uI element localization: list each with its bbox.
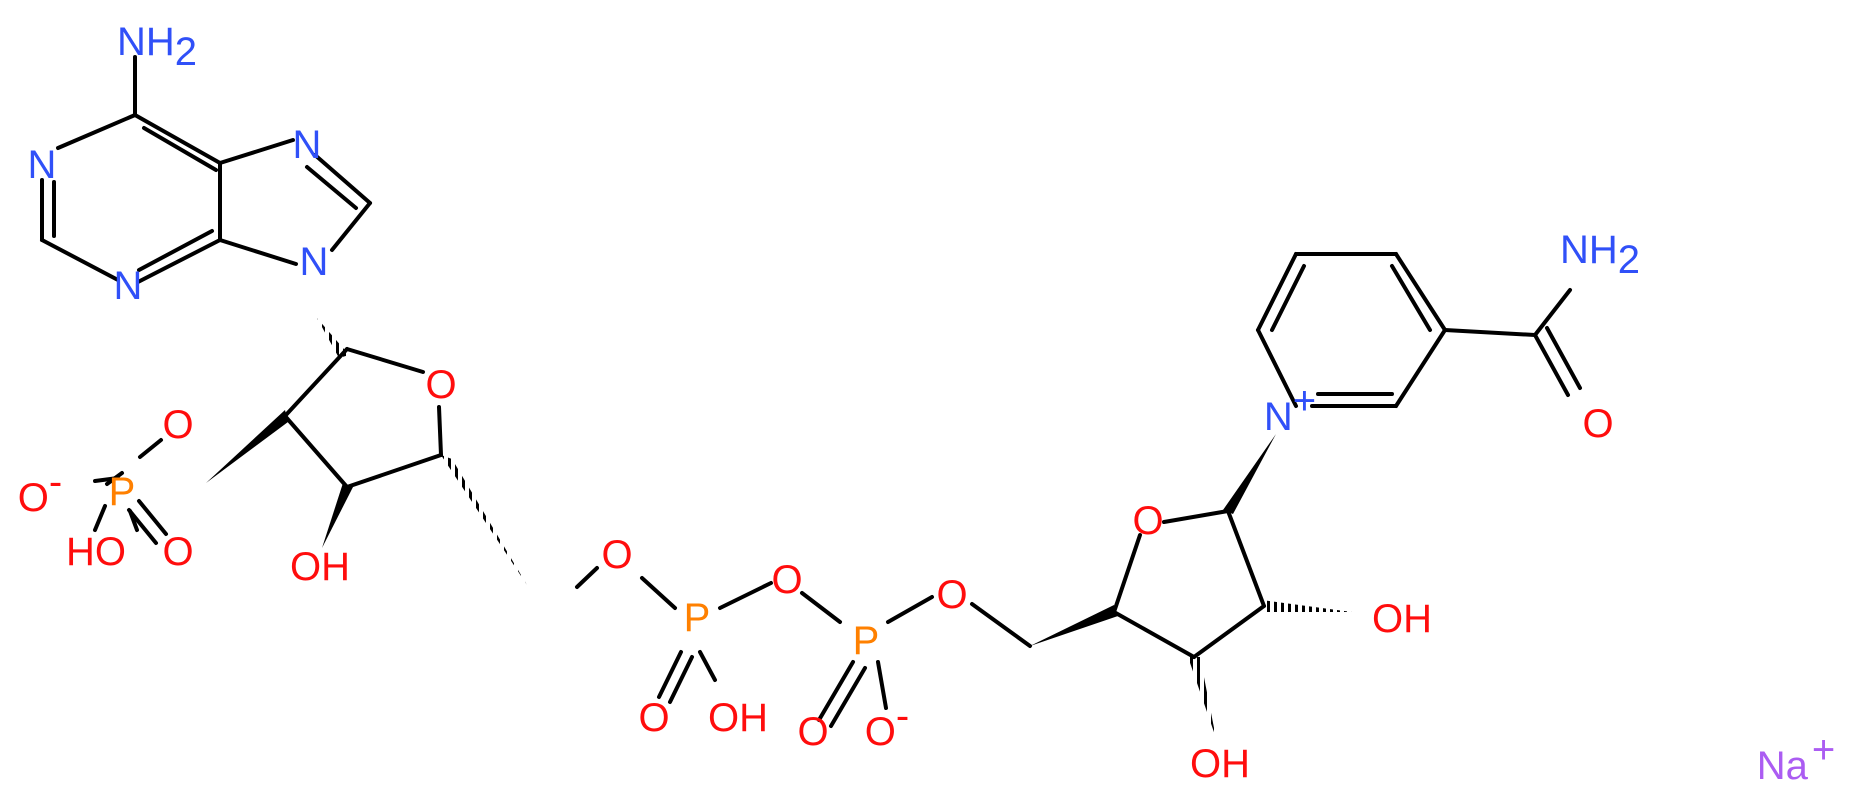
atom-phosphate1-phosphorus: P <box>109 470 136 514</box>
pyridinium-main: N <box>1264 395 1293 439</box>
atom-2prime-oxygen: O <box>162 403 193 447</box>
atom-alpha-hydroxyl: OH <box>708 696 768 740</box>
atom-nmn-3prime-hydroxyl: OH <box>1190 742 1250 786</box>
phosphate1-oxide-charge: - <box>49 460 62 504</box>
atom-beta-phosphorus: P <box>853 619 880 663</box>
beta-oxide-main: O <box>865 710 896 754</box>
atom-n7: N <box>293 123 322 167</box>
atom-label-layer: NH2 N N N N O O P O- HO O OH O P O OH O … <box>18 20 1835 788</box>
atom-ribose1-ring-oxygen: O <box>425 363 456 407</box>
atom-beta-oxide: O- <box>865 694 909 754</box>
sodium-charge: + <box>1812 728 1835 772</box>
sodium-main: Na <box>1757 744 1809 788</box>
adenine-amine-main: NH <box>117 20 175 64</box>
bond-layer <box>40 55 1582 728</box>
adenine-amine-subscript: 2 <box>175 30 197 74</box>
amide-amine-subscript: 2 <box>1618 238 1640 282</box>
atom-3prime-hydroxyl: OH <box>290 545 350 589</box>
atom-n3: N <box>114 264 143 308</box>
atom-amide-oxygen: O <box>1582 402 1613 446</box>
pyridinium-charge: + <box>1293 379 1316 423</box>
atom-nmn-2prime-hydroxyl: OH <box>1372 597 1432 641</box>
atom-bridge-oxygen: O <box>771 558 802 602</box>
adenine-amine-label: NH2 <box>117 20 197 74</box>
beta-oxide-charge: - <box>896 694 909 738</box>
amide-amine-label: NH2 <box>1560 228 1640 282</box>
atom-alpha-double-oxygen: O <box>638 696 669 740</box>
stereo-bond-layer <box>206 318 1352 738</box>
atom-5prime-oxygen: O <box>601 533 632 577</box>
sodium-ion: Na+ <box>1757 728 1836 788</box>
atom-phosphate1-hydroxyl: HO <box>66 530 126 574</box>
atom-nmn-5prime-oxygen: O <box>936 573 967 617</box>
amide-amine-main: NH <box>1560 228 1618 272</box>
atom-beta-double-oxygen: O <box>797 710 828 754</box>
atom-alpha-phosphorus: P <box>684 596 711 640</box>
atom-ribose2-ring-oxygen: O <box>1132 499 1163 543</box>
atom-n1: N <box>28 143 57 187</box>
atom-phosphate1-double-oxygen: O <box>162 530 193 574</box>
phosphate1-oxide-main: O <box>18 476 49 520</box>
atom-n9: N <box>300 240 329 284</box>
atom-phosphate1-oxide: O- <box>18 460 62 520</box>
atom-pyridinium-nitrogen: N+ <box>1264 379 1316 439</box>
